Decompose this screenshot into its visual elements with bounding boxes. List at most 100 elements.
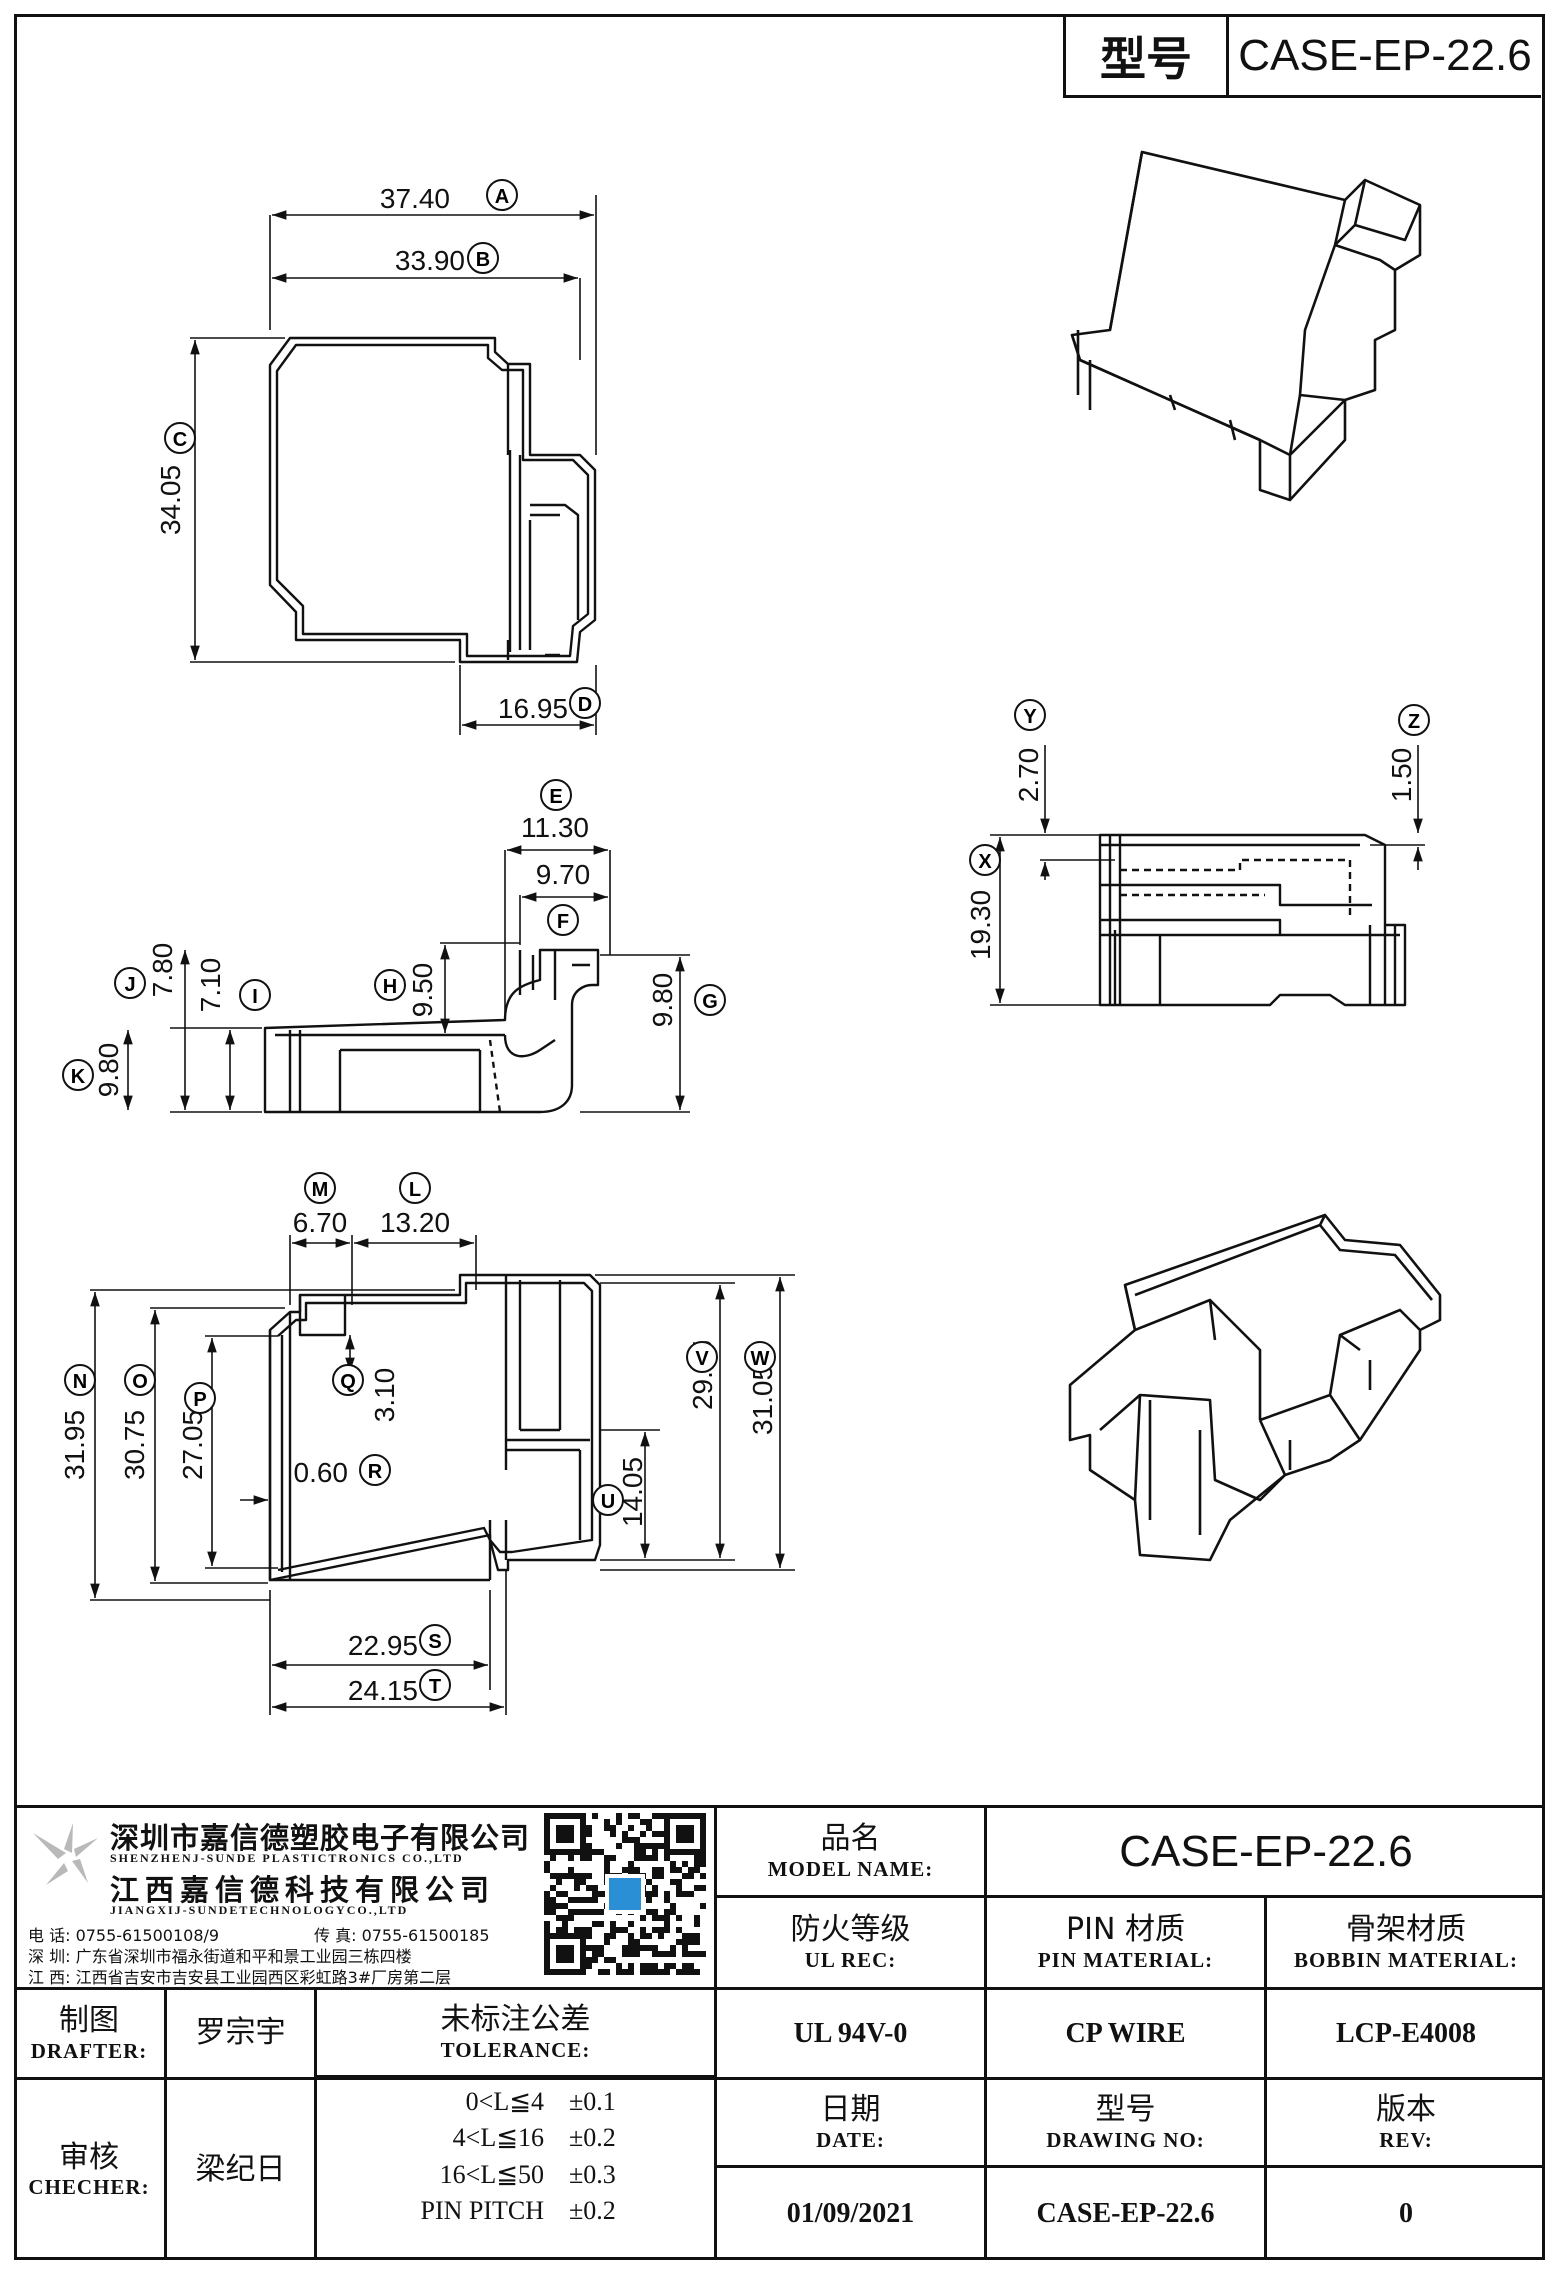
dim-m-value: 6.70 <box>293 1207 348 1238</box>
dim-p-value: 27.05 <box>177 1410 208 1480</box>
tolerance-range-1: 0<L≦4 <box>465 2087 544 2116</box>
ref-circle-d <box>569 687 601 719</box>
dim-s-value: 22.95 <box>348 1630 418 1661</box>
dim-e-value: 11.30 <box>521 812 589 843</box>
ref-circle-a <box>486 179 518 211</box>
tolerance-range-4: PIN PITCH <box>420 2196 544 2225</box>
dim-l-value: 13.20 <box>380 1207 450 1238</box>
ref-letter-p: P <box>193 1389 206 1411</box>
ref-letter-j: J <box>124 974 135 996</box>
ref-circle-z <box>1398 704 1430 736</box>
ul-rec-value: UL 94V-0 <box>793 2017 908 2049</box>
ref-circle-n <box>64 1364 96 1396</box>
dim-r-value: 0.60 <box>294 1457 349 1488</box>
tolerance-range-2: 4<L≦16 <box>452 2123 544 2152</box>
date-value: 01/09/2021 <box>786 2198 915 2229</box>
company-address-jiangxi: 江 西: 江西省吉安市吉安县工业园西区彩虹路3#厂房第二层 <box>28 1968 452 1987</box>
drawing-frame <box>14 14 1545 2260</box>
tolerance-value-4: ±0.2 <box>569 2196 616 2225</box>
qr-code <box>544 1813 706 1975</box>
ref-circle-f <box>547 904 579 936</box>
ref-letter-x: X <box>978 851 992 873</box>
dim-j-value: 7.80 <box>147 943 178 998</box>
ref-circle-y <box>1014 699 1046 731</box>
ref-letter-b: B <box>476 249 490 271</box>
dim-g-value: 9.80 <box>647 973 678 1028</box>
ref-letter-y: Y <box>1023 706 1037 728</box>
ref-circle-o <box>124 1364 156 1396</box>
ref-letter-s: S <box>428 1631 441 1653</box>
dim-b-value: 33.90 <box>395 245 465 276</box>
ref-circle-g <box>694 984 726 1016</box>
company-name-jiangxi-en: JIANGXIJ-SUNDETECHNOLOGYCO.,LTD <box>110 1903 409 1917</box>
ref-letter-q: Q <box>340 1371 356 1393</box>
ref-letter-m: M <box>312 1179 329 1201</box>
ref-circle-c <box>164 422 196 454</box>
ref-circle-b <box>467 242 499 274</box>
company-name-shenzhen-en: SHENZHENJ-SUNDE PLASTICTRONICS CO.,LTD <box>110 1851 464 1865</box>
dim-9-70-value: 9.70 <box>536 859 591 890</box>
model-number: CASE-EP-22.6 <box>1238 30 1532 80</box>
technical-drawing: 37.40 33.90 34.05 16.95 11.30 9.70 9.50 … <box>59 150 1442 1715</box>
ref-letter-o: O <box>132 1371 148 1393</box>
ref-letter-d: D <box>578 694 592 716</box>
dim-a-value: 37.40 <box>380 183 450 214</box>
isometric-view-bottom <box>1068 1213 1442 1562</box>
ref-circle-p <box>184 1382 216 1414</box>
model-title-box: 型号 CASE-EP-22.6 <box>1063 16 1541 98</box>
ref-circle-u <box>592 1484 624 1516</box>
ref-letter-z: Z <box>1408 711 1420 733</box>
ref-circle-l <box>399 1172 431 1204</box>
ref-circle-v <box>686 1341 718 1373</box>
top-view-dimensions <box>190 195 597 735</box>
model-label: 型号 <box>1066 16 1229 95</box>
tolerance-value-3: ±0.3 <box>569 2160 616 2189</box>
ref-circle-k <box>62 1059 94 1091</box>
ref-circle-i <box>239 979 271 1011</box>
ref-circle-m <box>304 1172 336 1204</box>
dimension-labels: 37.40 33.90 34.05 16.95 11.30 9.70 9.50 … <box>59 183 1417 1706</box>
ref-circle-e <box>540 779 572 811</box>
top-view <box>268 336 597 664</box>
drafter-name: 罗宗宇 <box>195 2015 286 2051</box>
dim-y-value: 2.70 <box>1013 748 1044 803</box>
dim-k-value: 9.80 <box>93 1043 124 1098</box>
dim-h-value: 9.50 <box>407 963 438 1018</box>
ref-letter-i: I <box>252 986 258 1008</box>
ref-letter-w: W <box>751 1348 770 1370</box>
ref-circle-x <box>969 844 1001 876</box>
ref-letter-t: T <box>429 1676 441 1698</box>
dim-q-value: 3.10 <box>369 1368 400 1423</box>
tolerance-range-3: 16<L≦50 <box>439 2160 544 2189</box>
ref-letter-g: G <box>702 991 718 1013</box>
bottom-view <box>268 1273 602 1582</box>
checker-name: 梁纪日 <box>195 2151 286 2187</box>
ref-letter-l: L <box>409 1179 421 1201</box>
dim-c-value: 34.05 <box>155 465 186 535</box>
tolerance-value-2: ±0.2 <box>569 2123 616 2152</box>
company-logo <box>28 1823 108 1893</box>
company-name-jiangxi: 江西嘉信德科技有限公司 <box>110 1873 496 1907</box>
ref-letter-c: C <box>173 429 187 451</box>
ref-letter-e: E <box>549 786 562 808</box>
title-block: 深圳市嘉信德塑胶电子有限公司 SHENZHENJ-SUNDE PLASTICTR… <box>14 1805 1545 2260</box>
dim-x-value: 19.30 <box>965 890 996 960</box>
rev-value: 0 <box>1399 2198 1413 2229</box>
dim-d-value: 16.95 <box>498 693 568 724</box>
front-view-dimensions <box>123 845 690 1113</box>
ref-letter-v: V <box>695 1348 709 1370</box>
bottom-view-dimensions <box>90 1235 795 1715</box>
ref-letter-r: R <box>368 1461 383 1483</box>
ref-circle-h <box>374 969 406 1001</box>
bobbin-material-value: LCP-E4008 <box>1336 2017 1476 2049</box>
side-view <box>1098 833 1407 1007</box>
